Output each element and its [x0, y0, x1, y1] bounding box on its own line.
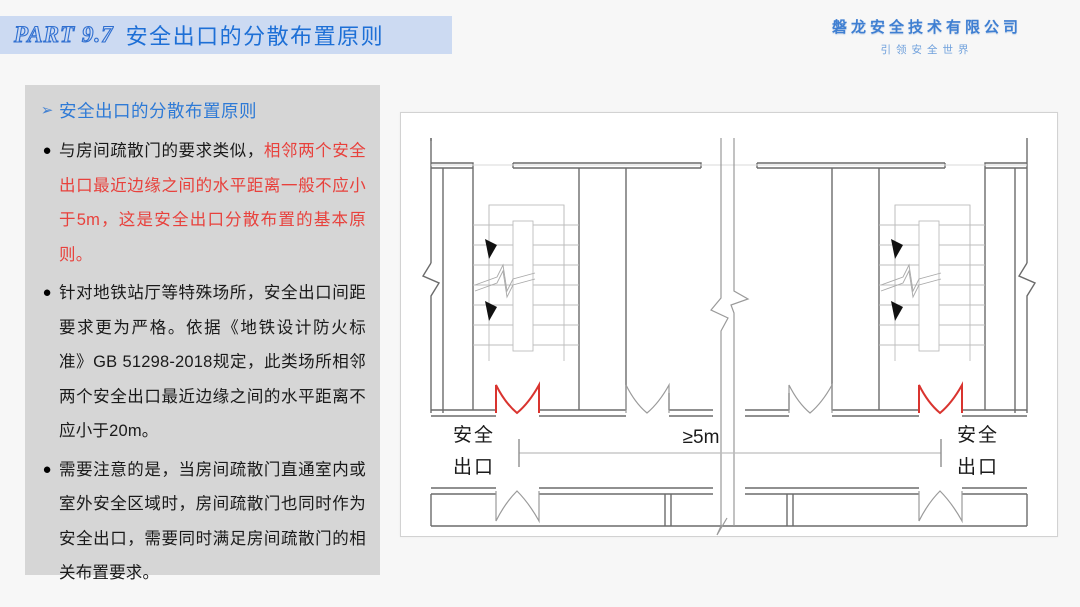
bullet-text-3: 需要注意的是，当房间疏散门直通室内或室外安全区域时，房间疏散门也同时作为安全出口…	[59, 460, 366, 583]
dimension-label: ≥5m	[683, 427, 720, 448]
stairwell-left	[473, 204, 579, 361]
bullet-highlight-1: 相邻两个安全出口最近边缘之间的水平距离一般不应小于5m，这是安全出口分散布置的基…	[59, 142, 367, 264]
content-panel: ➢ 安全出口的分散布置原则 ● 与房间疏散门的要求类似，相邻两个安全出口最近边缘…	[25, 85, 380, 582]
bullet-dot-icon: ●	[42, 142, 52, 159]
stair-landing-left	[512, 220, 534, 352]
subheading-row: ➢ 安全出口的分散布置原则	[35, 97, 366, 125]
exit-label-right-line1: 安全	[957, 424, 999, 446]
page-title-banner: PART 9.7 安全出口的分散布置原则	[0, 16, 452, 54]
swing-door-upper-right	[788, 382, 833, 414]
exit-label-right-line2: 出口	[957, 456, 999, 478]
bullet-item-1: ● 与房间疏散门的要求类似，相邻两个安全出口最近边缘之间的水平距离一般不应小于5…	[35, 134, 366, 272]
swing-door-lower-left	[495, 490, 540, 524]
stair-arrow-down-right	[891, 301, 903, 321]
bullet-dot-icon: ●	[42, 460, 52, 478]
stair-landing-right	[918, 220, 940, 352]
bullet-text-2: 针对地铁站厅等特殊场所，安全出口间距要求更为严格。依据《地铁设计防火标准》GB …	[59, 284, 366, 440]
plan-break-line-center	[710, 138, 750, 536]
company-name: 磐龙安全技术有限公司	[831, 19, 1022, 36]
company-tagline: 引领安全世界	[880, 44, 974, 56]
bullet-dot-icon: ●	[42, 284, 52, 301]
bullet-lead-1: 与房间疏散门的要求类似，	[59, 142, 264, 160]
arrow-bullet-icon: ➢	[40, 102, 54, 119]
swing-door-lower-right	[918, 490, 963, 524]
part-number-label: PART 9.7	[13, 21, 114, 47]
company-logo: 磐龙安全技术有限公司 引领安全世界	[792, 18, 1062, 59]
subheading-text: 安全出口的分散布置原则	[59, 101, 257, 121]
stair-arrow-down-left	[485, 301, 497, 321]
stairwell-right	[879, 204, 985, 361]
bullet-item-3: ● 需要注意的是，当房间疏散门直通室内或室外安全区域时，房间疏散门也同时作为安全…	[35, 453, 366, 591]
floor-plan-card: ≥5m 安全 出口 安全 出口	[400, 112, 1058, 537]
stair-break-line-left	[474, 263, 536, 299]
bullet-item-2: ● 针对地铁站厅等特殊场所，安全出口间距要求更为严格。依据《地铁设计防火标准》G…	[35, 276, 366, 449]
floor-plan-drawing: ≥5m 安全 出口 安全 出口	[421, 138, 1037, 536]
exit-label-left-line1: 安全	[453, 424, 495, 446]
plan-walls	[421, 138, 1037, 527]
bullet-text-1: 与房间疏散门的要求类似，相邻两个安全出口最近边缘之间的水平距离一般不应小于5m，…	[59, 134, 366, 272]
page-title: 安全出口的分散布置原则	[125, 24, 385, 49]
exit-label-left-line2: 出口	[453, 456, 495, 478]
dimension-line	[518, 439, 942, 467]
swing-door-upper-left	[625, 382, 670, 414]
stair-arrow-up-right	[891, 239, 903, 259]
exit-door-right	[918, 381, 963, 415]
stair-arrow-up-left	[485, 239, 497, 259]
stair-break-line-right	[880, 263, 942, 299]
exit-door-left	[495, 381, 540, 415]
